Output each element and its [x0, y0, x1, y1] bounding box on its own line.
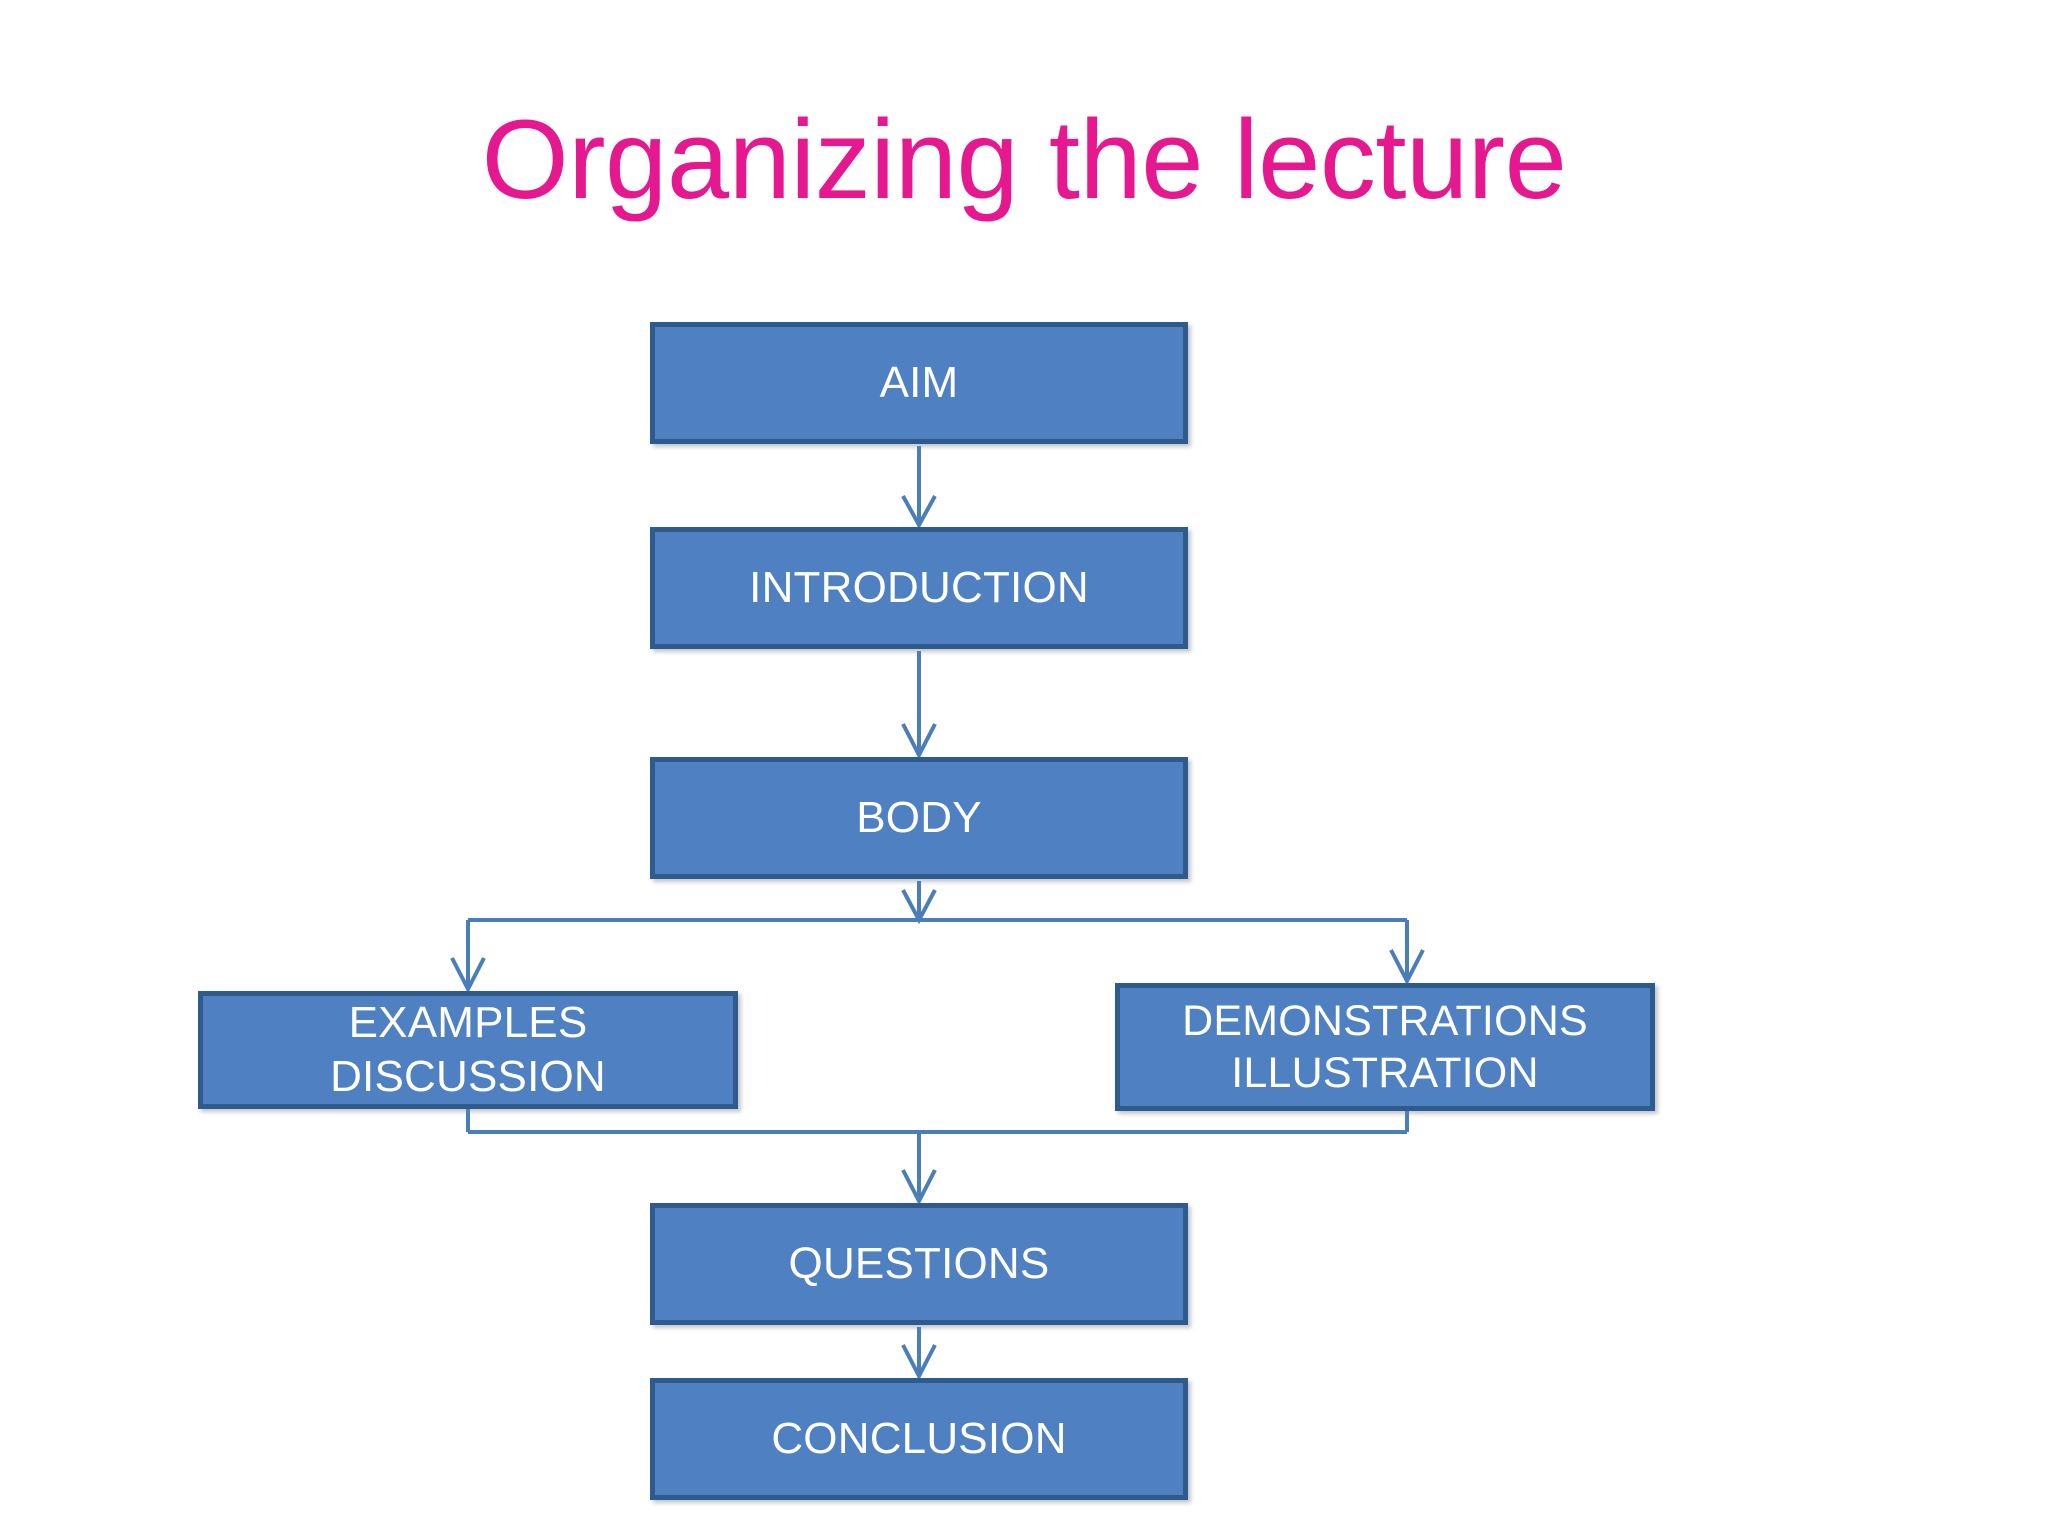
page-title: Organizing the lecture — [481, 97, 1567, 222]
flow-node-aim-label: AIM — [879, 358, 959, 408]
flow-node-conclusion[interactable]: CONCLUSION — [650, 1378, 1188, 1500]
flow-node-questions[interactable]: QUESTIONS — [650, 1203, 1188, 1325]
edge-body-to-branch-bar — [901, 881, 937, 925]
flow-node-introduction[interactable]: INTRODUCTION — [650, 527, 1188, 649]
branch-merge-connector — [466, 1109, 1409, 1206]
flow-node-questions-label: QUESTIONS — [788, 1239, 1050, 1289]
flow-node-body[interactable]: BODY — [650, 757, 1188, 879]
flow-node-conclusion-label: CONCLUSION — [771, 1414, 1067, 1464]
edge-questions-to-conclusion — [901, 1327, 937, 1381]
flow-node-body-label: BODY — [856, 793, 982, 843]
edge-introduction-to-body — [901, 651, 937, 760]
flow-node-examples-discussion-label: EXAMPLES DISCUSSION — [330, 998, 606, 1101]
flow-node-demonstrations-illustration-label: DEMONSTRATIONS ILLUSTRATION — [1182, 996, 1588, 1097]
flow-node-aim[interactable]: AIM — [650, 322, 1188, 444]
flow-node-introduction-label: INTRODUCTION — [749, 563, 1089, 613]
flow-node-demonstrations-illustration[interactable]: DEMONSTRATIONS ILLUSTRATION — [1115, 983, 1655, 1111]
edge-aim-to-introduction — [901, 446, 937, 530]
flow-node-examples-discussion[interactable]: EXAMPLES DISCUSSION — [198, 991, 738, 1109]
branch-split-connector — [450, 918, 1425, 994]
